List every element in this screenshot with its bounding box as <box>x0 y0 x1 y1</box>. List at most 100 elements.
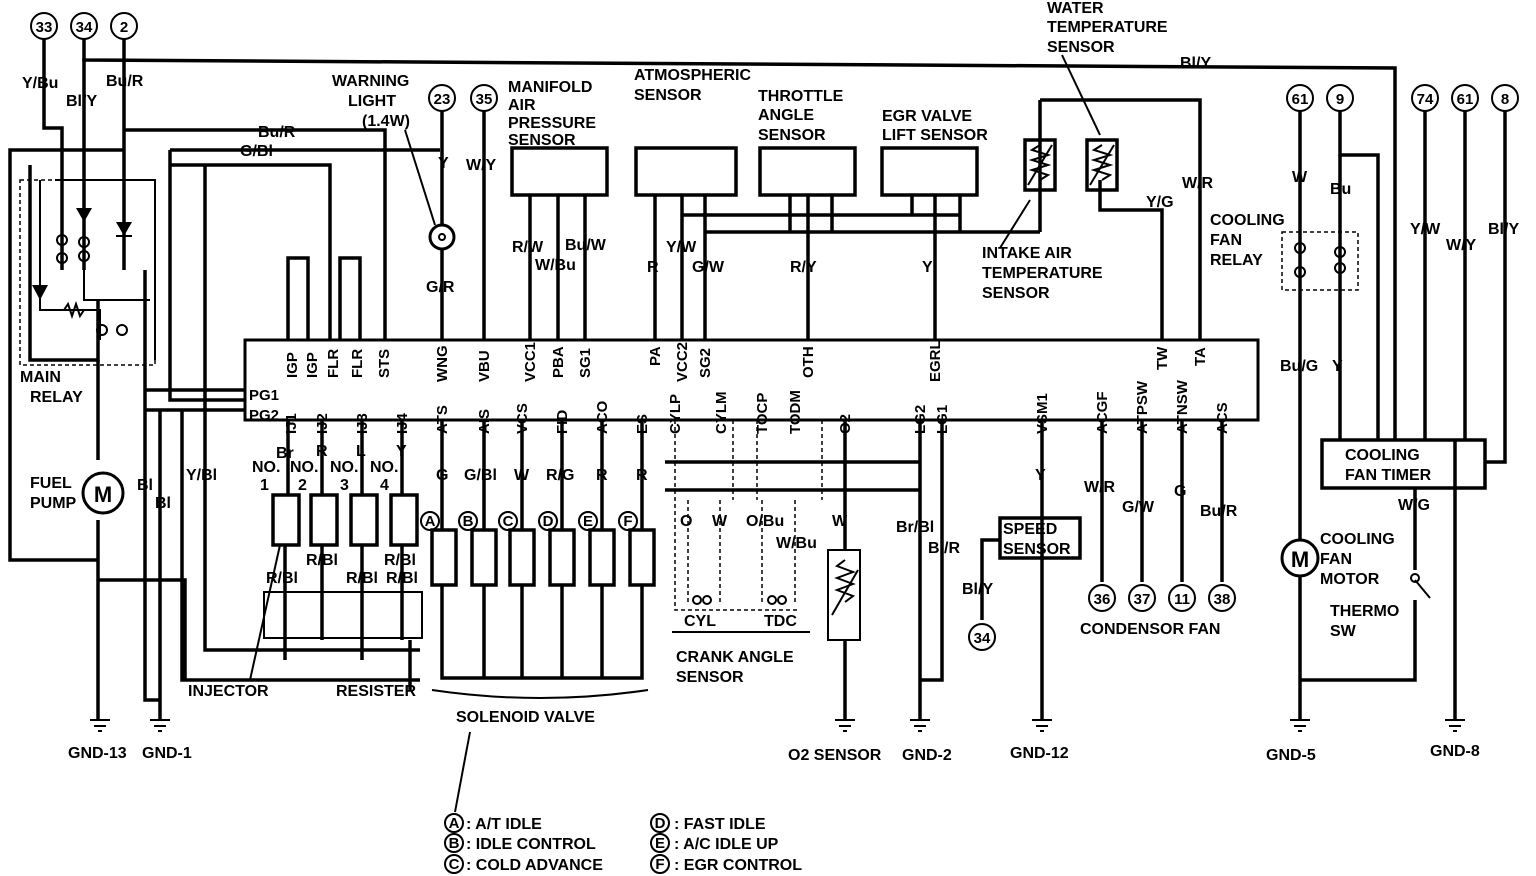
svg-text:COOLING: COOLING <box>1210 212 1285 229</box>
warning-light-label: WARNING <box>332 73 409 90</box>
svg-text:: IDLE CONTROL: : IDLE CONTROL <box>466 836 596 853</box>
wire-label: Br <box>276 445 294 462</box>
svg-text:COOLING: COOLING <box>1320 531 1395 548</box>
wire-label: Bu/R <box>106 73 144 90</box>
wire-label: Y <box>396 443 407 460</box>
svg-text:C: C <box>449 856 460 873</box>
pin-atnsw: ATNSW <box>1174 379 1191 434</box>
svg-text:MANIFOLD: MANIFOLD <box>508 79 592 96</box>
svg-text:SW: SW <box>1330 623 1357 640</box>
svg-text:61: 61 <box>1457 91 1474 108</box>
pin-egrl: EGRL <box>927 340 944 382</box>
legend-item-a: A : A/T IDLE <box>444 813 542 833</box>
svg-text:SENSOR: SENSOR <box>982 285 1050 302</box>
wire-label: W/Bu <box>776 535 817 552</box>
wire-label: G/Bl <box>464 467 497 484</box>
svg-text:8: 8 <box>1501 91 1509 108</box>
condensor-fan-label: CONDENSOR FAN <box>1080 621 1220 638</box>
atmospheric-sensor: ATMOSPHERIC SENSOR <box>634 67 751 197</box>
svg-text:D: D <box>543 513 554 530</box>
pin-vcc1: VCC1 <box>522 342 539 382</box>
svg-text:3: 3 <box>340 477 349 494</box>
svg-text:11: 11 <box>1174 591 1190 608</box>
svg-text:FAN: FAN <box>1320 551 1352 568</box>
connector-37: 37 <box>1128 584 1156 612</box>
pin-ats: ATS <box>434 405 451 434</box>
wire-label: Bu/G <box>1280 358 1318 375</box>
svg-text:D: D <box>655 815 666 832</box>
wire-label: O <box>680 513 692 530</box>
svg-text:SENSOR: SENSOR <box>1003 541 1071 558</box>
pin-flr2: FLR <box>349 349 366 378</box>
pin-cylm: CYLM <box>713 392 730 435</box>
solenoid-valves: A B C D E F SOLENOID VALVE <box>420 511 656 813</box>
svg-text:38: 38 <box>1214 591 1231 608</box>
connector-8: 8 <box>1491 84 1519 112</box>
wire-label: R/Bl <box>306 552 338 569</box>
svg-text:E: E <box>583 513 593 530</box>
svg-text:PRESSURE: PRESSURE <box>508 115 596 132</box>
svg-text:M: M <box>94 482 112 507</box>
legend: A : A/T IDLE B : IDLE CONTROL C : COLD A… <box>444 813 802 874</box>
svg-text:INJECTOR: INJECTOR <box>188 683 269 700</box>
svg-text:1: 1 <box>260 477 269 494</box>
legend-item-f: F : EGR CONTROL <box>650 854 802 874</box>
wire-label: G/W <box>692 259 725 276</box>
legend-item-d: D : FAST IDLE <box>650 813 766 833</box>
pin-vsm1: VSM1 <box>1034 393 1051 434</box>
main-relay: MAIN RELAY <box>20 208 132 406</box>
connector-23: 23 <box>428 84 456 112</box>
resister: RESISTER <box>263 591 423 700</box>
svg-text:A: A <box>425 513 436 530</box>
svg-text:35: 35 <box>476 91 493 108</box>
wire-label: O/Bu <box>746 513 784 530</box>
wire-label: Y/W <box>666 239 697 256</box>
wire-label: R/Bl <box>346 570 378 587</box>
pin-wng: WNG <box>434 345 451 382</box>
pin-vbu: VBU <box>476 350 493 382</box>
wire-label: Bu <box>1330 181 1351 198</box>
wire-label: W/Y <box>1446 237 1477 254</box>
pin-fid: FID <box>554 410 571 434</box>
svg-text:FAN: FAN <box>1210 232 1242 249</box>
wire-label: R/W <box>512 239 544 256</box>
svg-text:ANGLE: ANGLE <box>758 107 814 124</box>
wire-label: Y/Bu <box>22 75 58 92</box>
wire-label: L <box>356 443 366 460</box>
svg-text:9: 9 <box>1336 91 1344 108</box>
ground-label: GND-13 <box>68 745 127 762</box>
wire-label: Y/Bl <box>186 467 217 484</box>
wire-label: Y <box>1332 358 1343 375</box>
svg-text:AIR: AIR <box>508 97 536 114</box>
svg-text:SENSOR: SENSOR <box>676 669 744 686</box>
svg-text:: EGR CONTROL: : EGR CONTROL <box>674 857 802 874</box>
wire-label: Br/Bl <box>896 519 934 536</box>
wire-label: R/Bl <box>386 570 418 587</box>
svg-text:TDC: TDC <box>764 613 797 630</box>
svg-text:37: 37 <box>1134 591 1151 608</box>
shield-dashes <box>19 179 1359 611</box>
svg-text:FAN TIMER: FAN TIMER <box>1345 467 1432 484</box>
main-relay-label: MAIN <box>20 369 61 386</box>
ecu-pins-top: IGP IGP FLR FLR STS WNG VBU VCC1 PBA SG1… <box>284 340 1209 382</box>
ground-label: GND-2 <box>902 747 952 764</box>
svg-text:TEMPERATURE: TEMPERATURE <box>1047 19 1168 36</box>
wire-label: G <box>436 467 448 484</box>
pin-ij3: IJ3 <box>354 413 371 434</box>
throttle-angle-sensor: THROTTLE ANGLE SENSOR <box>758 88 857 197</box>
svg-text:F: F <box>623 513 632 530</box>
warning-light: WARNING LIGHT (1.4W) <box>332 73 456 251</box>
legend-item-c: C : COLD ADVANCE <box>444 854 603 874</box>
grounds: GND-13 GND-1 O2 SENSOR GND-2 GND-12 GND-… <box>68 719 1480 764</box>
svg-text:C: C <box>503 513 514 530</box>
warning-light-label: (1.4W) <box>362 113 410 130</box>
pin-todm: TODM <box>787 390 804 434</box>
pin-es: ES <box>634 414 651 434</box>
wire-label: G/R <box>426 279 455 296</box>
svg-text:SENSOR: SENSOR <box>634 87 702 104</box>
fuel-pump: M FUEL PUMP <box>30 471 125 515</box>
svg-text:2: 2 <box>298 477 307 494</box>
svg-text:CYL: CYL <box>684 613 716 630</box>
wire-label: Bu/W <box>565 237 607 254</box>
thermo-switch: THERMO SW <box>1330 573 1431 640</box>
